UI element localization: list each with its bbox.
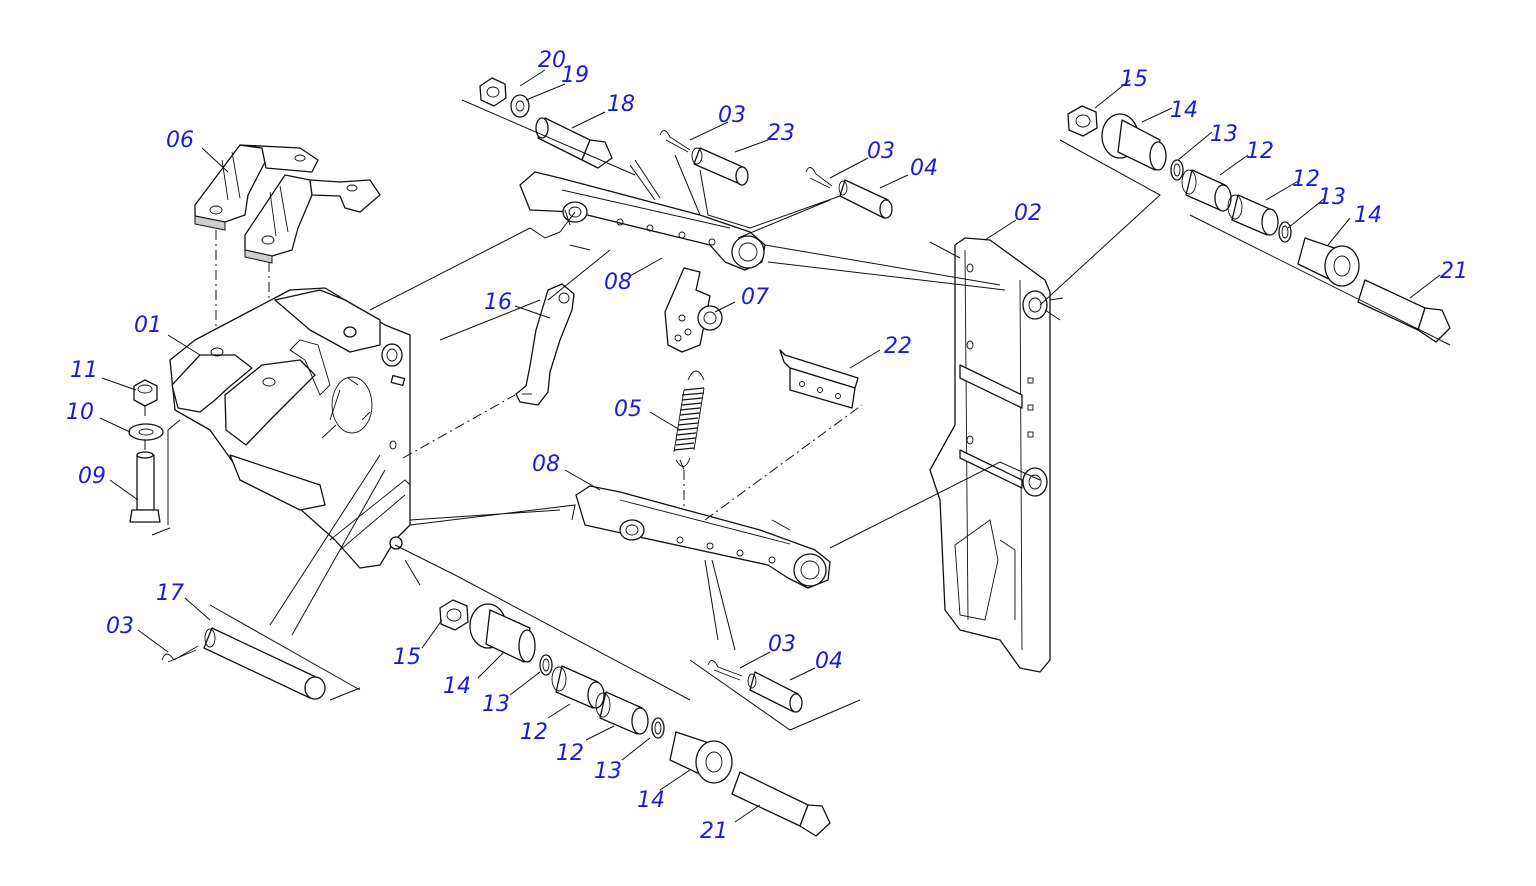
part-13-ring-bottom-a [539,654,553,676]
part-labels: 06 01 11 10 09 20 19 18 03 23 03 04 02 1… [66,48,1468,844]
label-leaders [99,69,1441,823]
label-17: 17 [156,581,184,606]
part-14-bushing-right-b [1297,237,1360,287]
part-14-bushing-bottom-a [469,603,536,663]
label-05: 05 [614,397,642,422]
label-15-right: 15 [1120,67,1148,92]
label-12-right-a: 12 [1246,139,1274,164]
part-12-sleeve-right-a [1181,169,1232,212]
part-15-nut-bottom [439,599,469,631]
label-19: 19 [561,63,589,88]
label-03-top: 03 [718,103,746,128]
label-02: 02 [1014,201,1042,226]
part-03-clip-bottom-right [707,660,743,681]
part-14-bushing-bottom-b [669,731,733,784]
label-11: 11 [70,358,98,383]
part-11-nut [133,379,158,407]
part-16-latch [515,283,575,406]
label-08-top: 08 [604,270,632,295]
part-01-housing [169,287,411,569]
label-20: 20 [538,48,566,73]
part-22-bracket [779,349,859,409]
label-15-bottom: 15 [393,645,421,670]
label-01: 01 [134,313,162,338]
assembly-lines [151,99,1451,731]
part-09-bolt [129,451,161,523]
part-03-clip-bottom-left [161,645,199,663]
label-13-right-a: 13 [1210,122,1238,147]
part-20-nut [479,77,507,107]
part-02-frame [929,237,1051,673]
label-13-right-b: 13 [1318,185,1346,210]
label-12-bottom-a: 12 [520,720,548,745]
part-03-clip-top [659,130,691,153]
label-18: 18 [607,92,635,117]
label-23: 23 [767,121,795,146]
part-19-washer [510,94,530,118]
part-13-ring-bottom-b [651,717,665,739]
label-14-bottom-a: 14 [443,674,471,699]
part-03-clip-right [805,167,833,189]
part-08-upper-arm [519,171,766,271]
label-22: 22 [884,334,912,359]
label-06: 06 [166,128,194,153]
label-08-bottom: 08 [532,452,560,477]
label-04-top: 04 [910,156,938,181]
part-21-bolt-bottom [731,771,831,837]
part-21-bolt-right [1357,279,1451,343]
part-06-brackets [194,144,381,264]
part-12-sleeve-bottom-a [551,665,605,709]
part-14-bushing-right-a [1101,113,1167,171]
part-15-nut-right [1067,105,1098,137]
part-04-pin-bottom [747,671,803,713]
label-09: 09 [78,464,106,489]
part-08-lower-arm [575,485,831,589]
label-21-right: 21 [1440,259,1468,284]
label-13-bottom-b: 13 [594,759,622,784]
label-13-bottom-a: 13 [482,692,510,717]
label-03-bottom-right: 03 [768,632,796,657]
part-12-sleeve-bottom-b [595,691,649,735]
label-03-bottom-left: 03 [106,614,134,639]
part-23-pin [691,147,749,186]
label-12-right-b: 12 [1292,167,1320,192]
label-14-right-a: 14 [1170,98,1198,123]
label-14-right-b: 14 [1354,203,1382,228]
label-07: 07 [741,285,769,310]
part-12-sleeve-right-b [1227,194,1279,236]
part-13-ring-right-a [1170,159,1184,181]
part-10-washer [128,423,164,441]
label-16: 16 [484,290,512,315]
part-17-pin [203,627,326,700]
label-12-bottom-b: 12 [556,741,584,766]
part-13-ring-right-b [1278,221,1292,243]
part-04-pin-top [838,179,893,219]
label-10: 10 [66,400,94,425]
label-21-bottom: 21 [700,819,728,844]
part-05-spring [673,370,705,520]
label-04-bottom: 04 [815,649,843,674]
label-14-bottom-b: 14 [637,788,665,813]
part-07-plate [664,267,723,353]
label-03-mid: 03 [867,139,895,164]
